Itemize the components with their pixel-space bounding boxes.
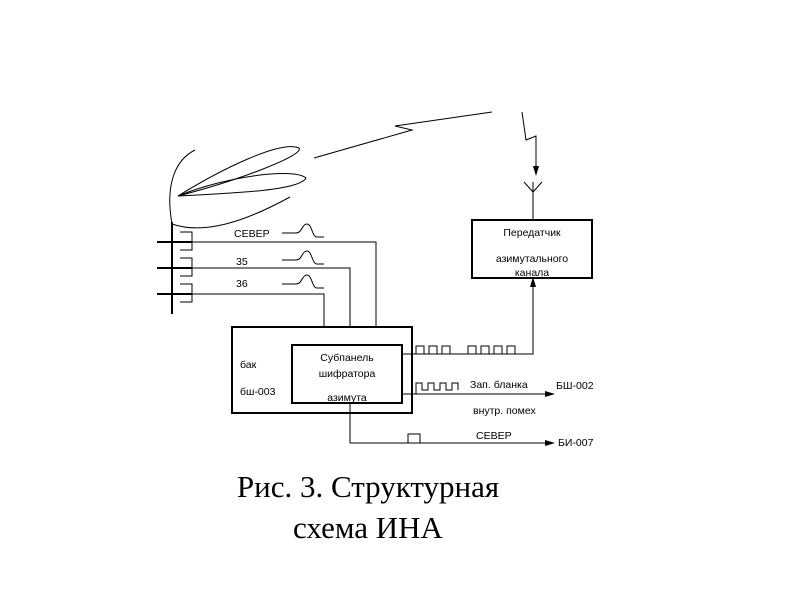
blank-gate-output: Зап. бланка внутр. помех БШ-002 — [402, 379, 594, 417]
transmitter-feed-line — [402, 277, 536, 355]
transmitter-block: Передатчик азимутального канала — [471, 219, 593, 279]
transmitter-label-2: азимутального — [496, 253, 568, 265]
transmitter-label-3: канала — [515, 267, 549, 279]
bi-007-label: БИ-007 — [558, 437, 594, 449]
tank-label-1: бак — [240, 359, 257, 371]
channel-waveforms — [282, 223, 324, 289]
antenna-mast — [157, 222, 193, 314]
subpanel-label-3: азимута — [327, 392, 367, 404]
north-output: СЕВЕР БИ-007 — [349, 403, 594, 449]
antenna-beam-pattern — [169, 146, 307, 229]
blank-gate-label: Зап. бланка — [470, 379, 528, 391]
radio-link-zigzag — [313, 111, 493, 159]
subpanel-label-2: шифратора — [319, 368, 376, 380]
internal-interference-label: внутр. помех — [473, 405, 536, 417]
subpanel-label-1: Субпанель — [320, 352, 374, 364]
figure-caption: Рис. 3. Структурная схема ИНА — [168, 466, 568, 548]
subpanel-block: Субпанель шифратора азимута — [291, 344, 403, 404]
channel-35-label: 35 — [236, 256, 248, 268]
transmitter-label-1: Передатчик — [503, 227, 561, 239]
bsh-002-label: БШ-002 — [556, 380, 594, 392]
tank-label-2: бш-003 — [240, 386, 276, 398]
caption-line-1: Рис. 3. Структурная — [236, 469, 500, 504]
caption-line-2: схема ИНА — [293, 510, 443, 545]
north-signal-label: СЕВЕР — [234, 228, 270, 240]
channel-36-label: 36 — [236, 278, 248, 290]
receiving-antenna — [521, 111, 543, 220]
north-out-label: СЕВЕР — [476, 430, 512, 442]
